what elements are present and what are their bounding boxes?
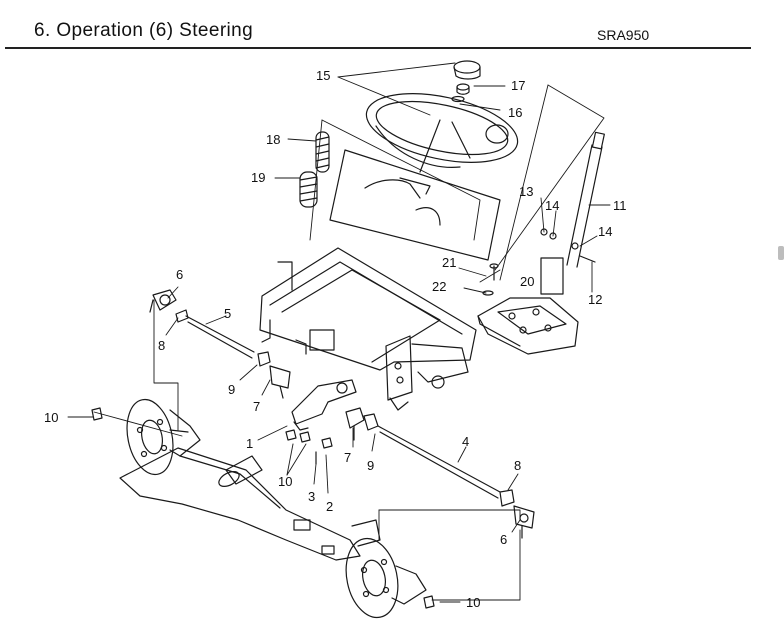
callout-8-right: 8 (514, 458, 521, 473)
callout-15: 15 (316, 68, 330, 83)
pitman-arm-part (285, 379, 357, 465)
callout-18: 18 (266, 132, 280, 147)
leader-lines (67, 62, 611, 603)
callout-5: 5 (224, 306, 231, 321)
left-hub-part (91, 398, 201, 476)
callout-4: 4 (462, 434, 469, 449)
callout-3: 3 (308, 489, 315, 504)
callout-14-upper: 14 (545, 198, 559, 213)
callout-10-center: 10 (278, 474, 292, 489)
callout-10-left: 10 (44, 410, 58, 425)
chassis-frame-part (259, 247, 477, 411)
tie-rod-part-4 (345, 407, 535, 539)
callout-21: 21 (442, 255, 456, 270)
callout-16: 16 (508, 105, 522, 120)
callout-20: 20 (520, 274, 534, 289)
front-axle-part (119, 447, 361, 561)
callout-19: 19 (251, 170, 265, 185)
callout-12: 12 (588, 292, 602, 307)
scrollbar-thumb[interactable] (778, 246, 784, 260)
callout-2: 2 (326, 499, 333, 514)
spring-part-19 (299, 171, 318, 208)
drag-link-part-5 (149, 289, 291, 399)
title-divider (5, 47, 751, 49)
callout-17: 17 (511, 78, 525, 93)
steering-wheel-part (365, 60, 519, 173)
callout-labels: 15 17 16 18 19 11 13 14 14 12 21 20 22 6… (44, 68, 627, 610)
callout-22: 22 (432, 279, 446, 294)
steering-gearbox-part (477, 297, 579, 355)
model-code: SRA950 (597, 27, 650, 43)
callout-9-left: 9 (228, 382, 235, 397)
callout-9-right: 9 (367, 458, 374, 473)
callout-13: 13 (519, 184, 533, 199)
callout-11: 11 (613, 198, 627, 213)
callout-14-lower: 14 (598, 224, 612, 239)
callout-7-right: 7 (344, 450, 351, 465)
dash-panel-part (329, 149, 501, 261)
callout-10-right: 10 (466, 595, 480, 610)
page-title: 6. Operation (6) Steering (34, 20, 254, 41)
steering-column-part (482, 131, 605, 296)
right-hub-part (345, 519, 435, 619)
callout-8-left: 8 (158, 338, 165, 353)
callout-6-left: 6 (176, 267, 183, 282)
callout-7-left: 7 (253, 399, 260, 414)
callout-1: 1 (246, 436, 253, 451)
spring-part-18 (315, 131, 330, 173)
callout-6-right: 6 (500, 532, 507, 547)
